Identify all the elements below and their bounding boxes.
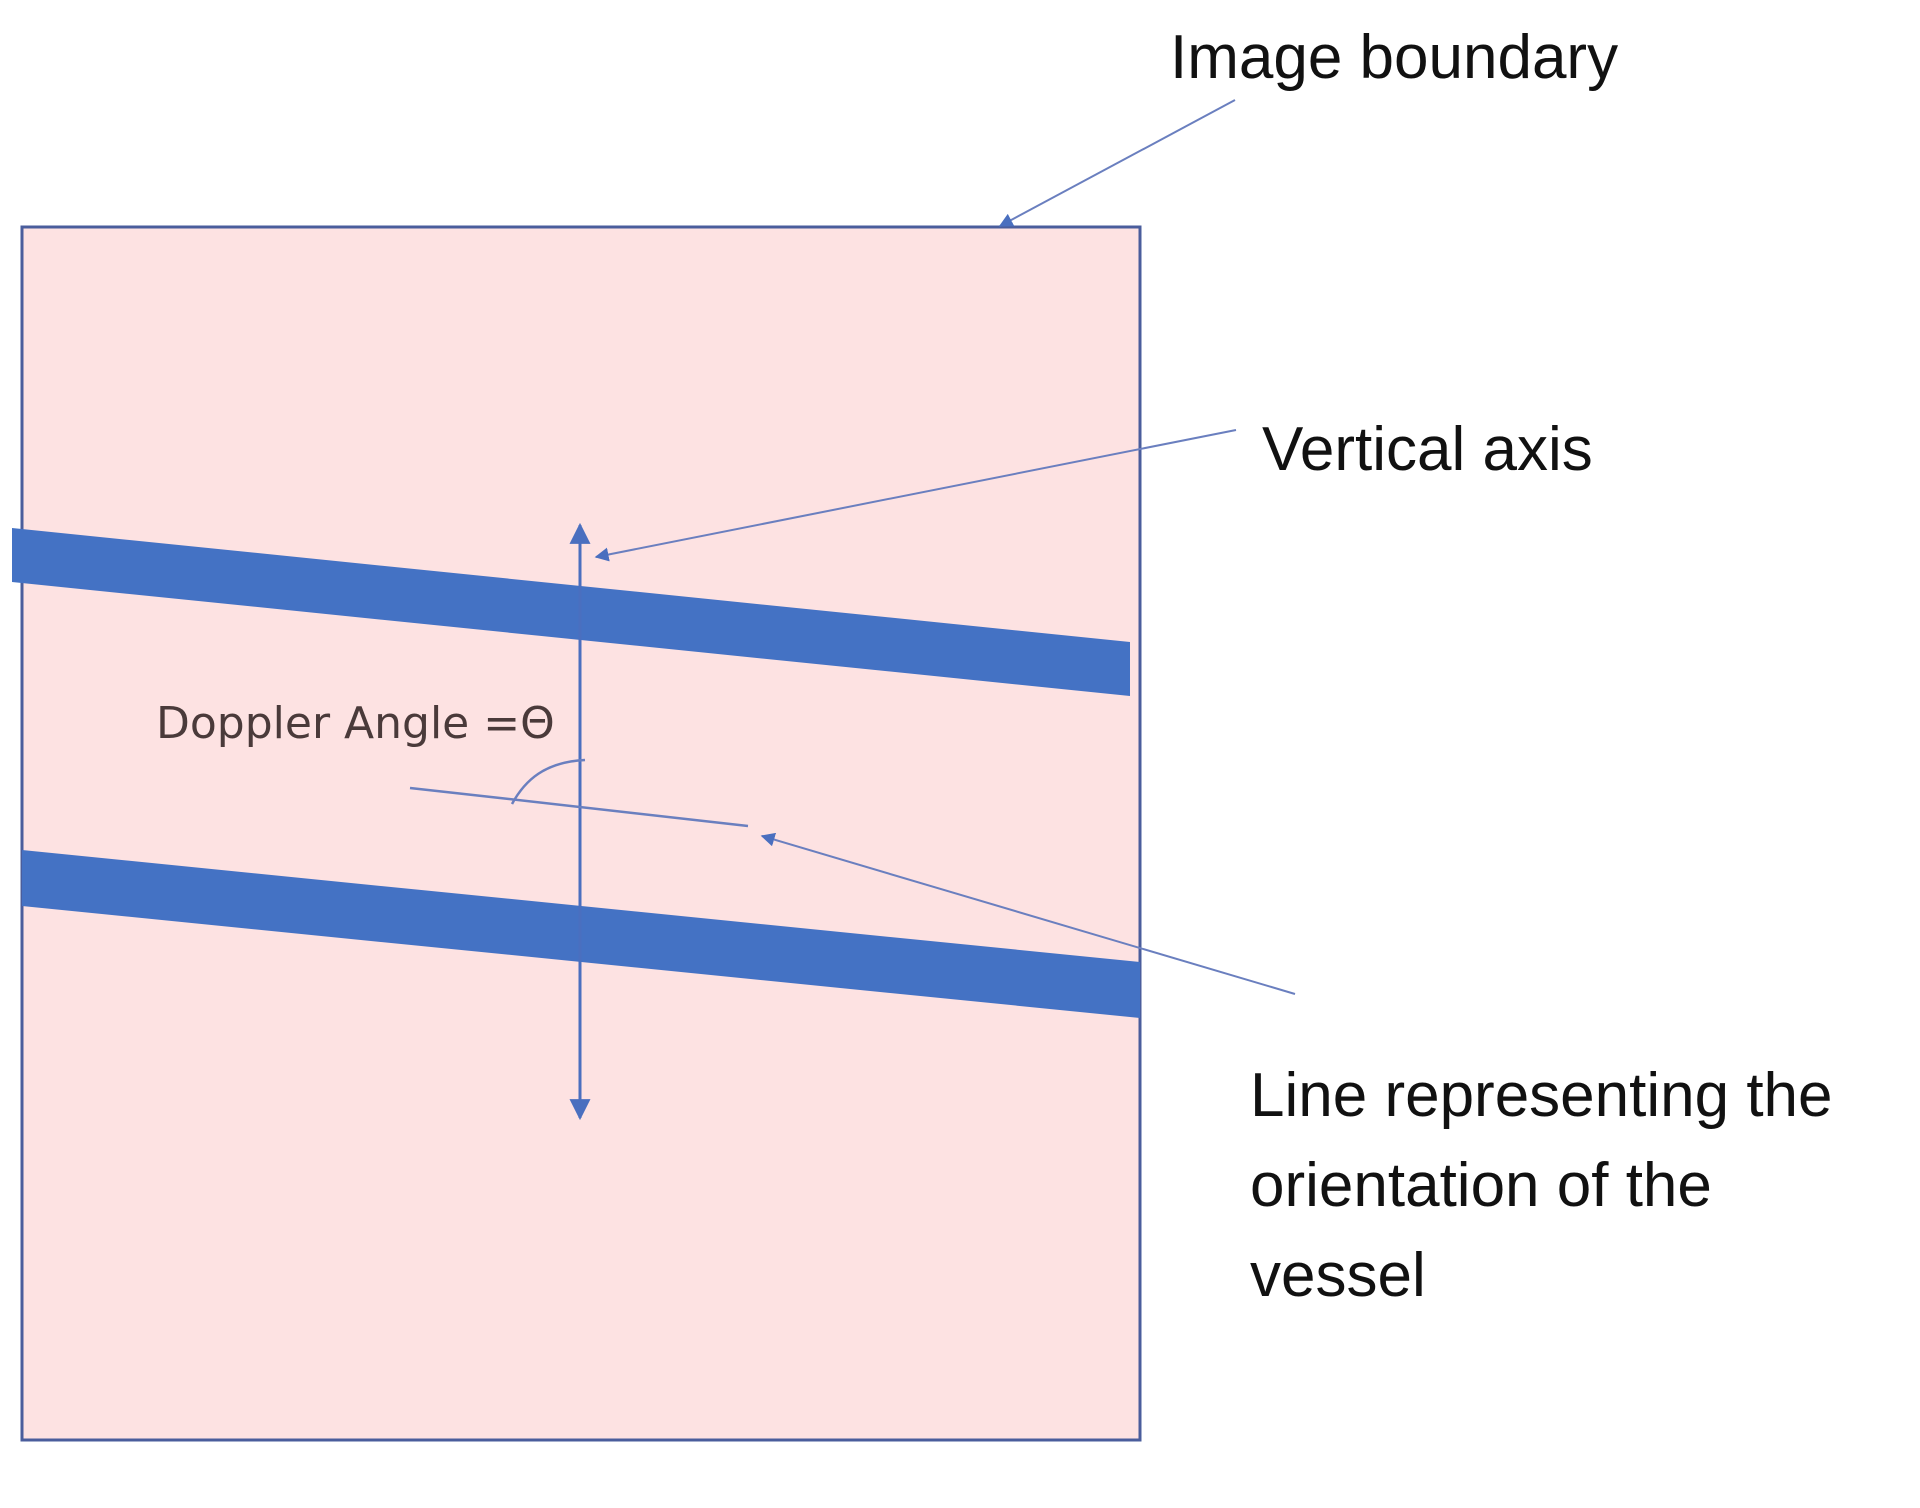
image-boundary-label: Image boundary <box>1170 23 1618 92</box>
angle-arc <box>510 758 586 805</box>
vessel-line-label-line-3: vessel <box>1250 1241 1426 1310</box>
vessel-line-label-line-2: orientation of the <box>1250 1151 1712 1220</box>
image-boundary-pointer <box>998 99 1236 227</box>
doppler-angle-label: Doppler Angle =Θ <box>156 698 555 749</box>
vertical-axis-pointer <box>594 429 1237 562</box>
vessel-orientation-line <box>409 786 749 828</box>
vertical-axis-label: Vertical axis <box>1262 415 1593 484</box>
vessel-orientation-pointer <box>760 832 1296 995</box>
vessel-line-label-line-1: Line representing the <box>1250 1061 1833 1130</box>
